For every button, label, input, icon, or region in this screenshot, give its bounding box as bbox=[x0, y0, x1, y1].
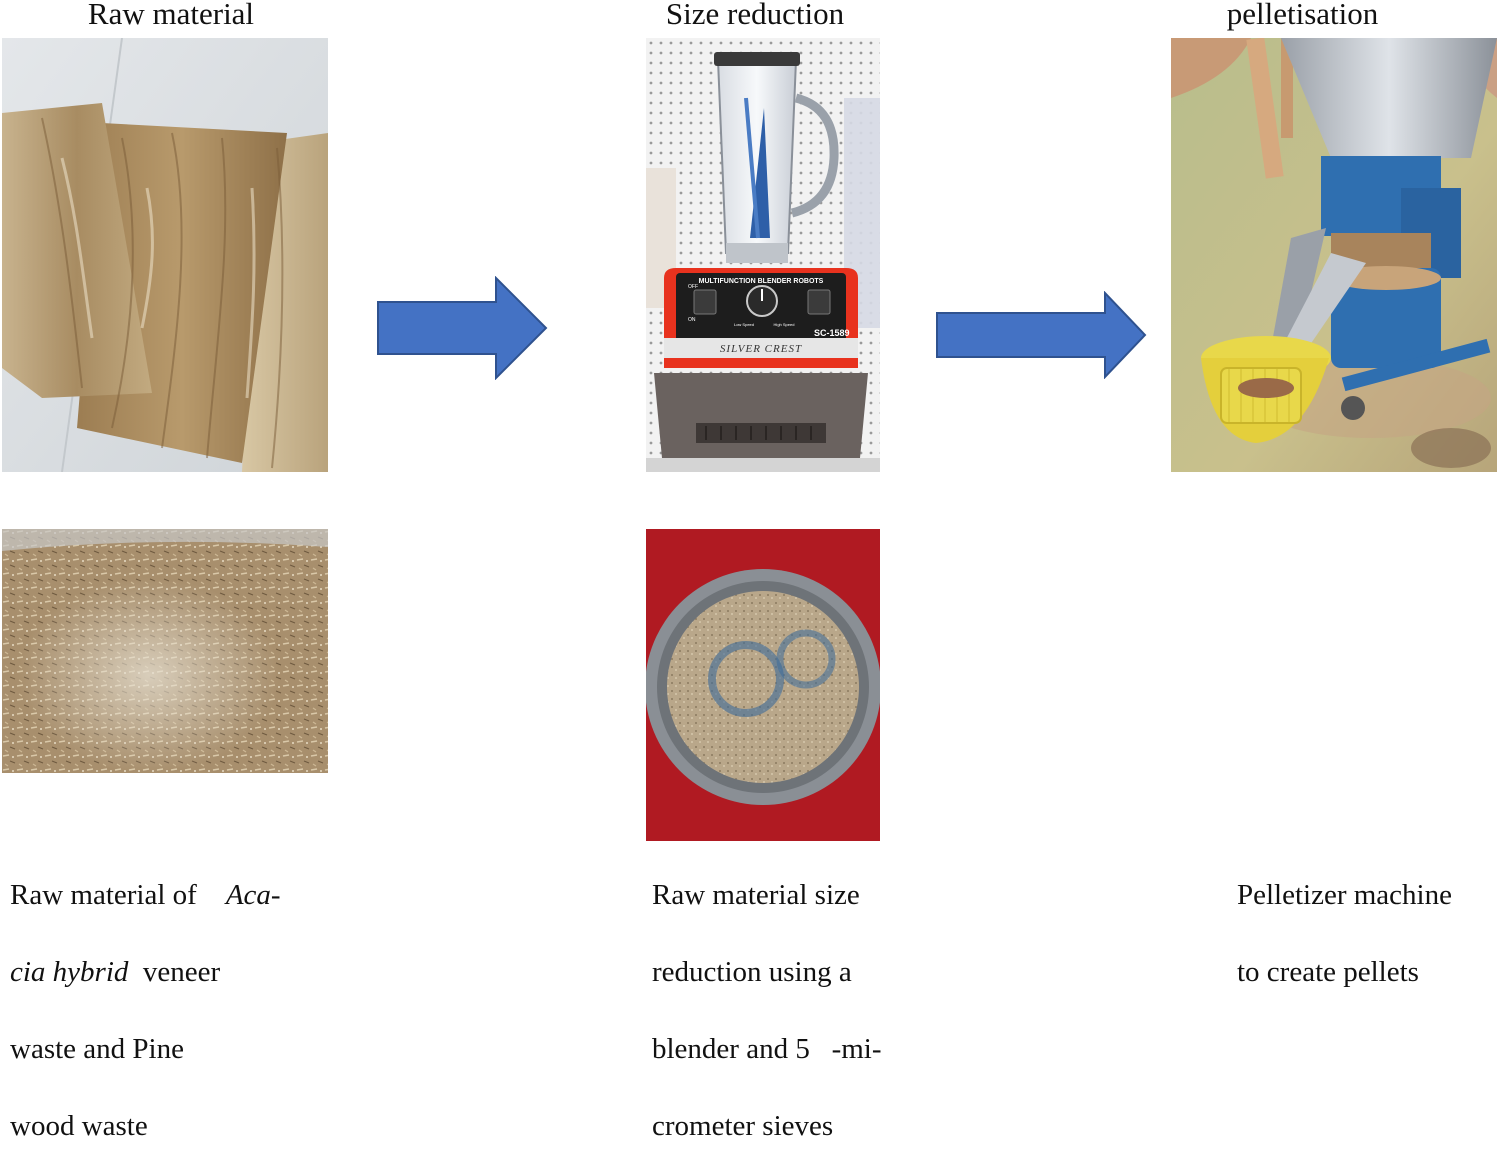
caption-raw-line-2: cia hybrid veneer bbox=[10, 956, 221, 988]
blender-high-speed-label: High Speed bbox=[774, 322, 795, 327]
caption-pelletisation: Pelletizer machine to create pellets bbox=[1237, 857, 1452, 1011]
blender-on-label: ON bbox=[688, 317, 696, 323]
blender-brand-label: SILVER CREST bbox=[720, 343, 802, 355]
veneer-waste-photo bbox=[2, 38, 328, 472]
caption-raw-line-1: Raw material of Aca- bbox=[10, 879, 281, 911]
sieve-photo bbox=[646, 529, 880, 841]
species-name: cia hybrid bbox=[10, 956, 129, 988]
caption-pellet-line-1: Pelletizer machine bbox=[1237, 879, 1452, 911]
blender-model-label: SC-1589 bbox=[814, 328, 850, 338]
caption-size-line-3: blender and 5 -mi- bbox=[652, 1033, 882, 1065]
stage-title-size-reduction: Size reduction bbox=[665, 0, 845, 31]
caption-size-line-1: Raw material size bbox=[652, 879, 860, 911]
caption-size-line-2: reduction using a bbox=[652, 956, 852, 988]
caption-raw-line-4: wood waste bbox=[10, 1110, 148, 1142]
sawdust-photo bbox=[2, 529, 328, 773]
blender-photo: MULTIFUNCTION BLENDER ROBOTS OFF ON Low … bbox=[646, 38, 880, 472]
caption-size-line-4: crometer sieves bbox=[652, 1110, 834, 1142]
species-name: Aca- bbox=[225, 879, 281, 911]
arrow-right-icon bbox=[936, 291, 1147, 379]
caption-size-reduction: Raw material size reduction using a blen… bbox=[652, 857, 882, 1165]
arrow-right-icon bbox=[377, 276, 548, 380]
caption-raw-material: Raw material of Aca- cia hybrid veneer w… bbox=[10, 857, 281, 1165]
caption-raw-line-3: waste and Pine bbox=[10, 1033, 184, 1065]
blender-low-speed-label: Low Speed bbox=[734, 322, 754, 327]
blender-off-label: OFF bbox=[688, 284, 698, 290]
stage-title-raw-material: Raw material bbox=[87, 0, 255, 31]
stage-title-pelletisation: pelletisation bbox=[1226, 0, 1379, 31]
blender-right-switch bbox=[807, 289, 831, 315]
blender-panel-label: MULTIFUNCTION BLENDER ROBOTS bbox=[699, 278, 824, 285]
blender-left-switch bbox=[693, 289, 717, 315]
pelletizer-photo bbox=[1171, 38, 1497, 472]
caption-pellet-line-2: to create pellets bbox=[1237, 956, 1419, 988]
